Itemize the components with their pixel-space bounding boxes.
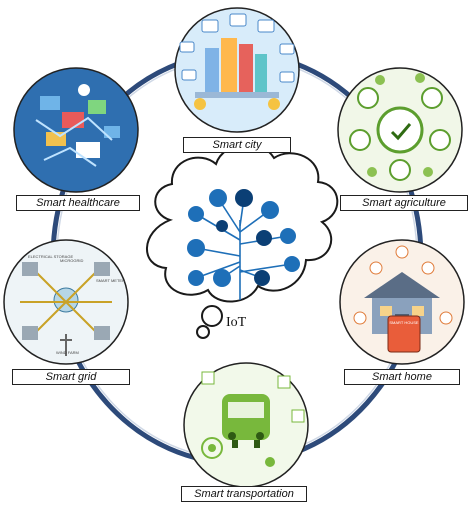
label-smart-transportation: Smart transportation bbox=[181, 486, 307, 502]
iot-center-label: IoT bbox=[226, 315, 247, 330]
smart-healthcare-illustration bbox=[13, 67, 139, 193]
label-smart-home: Smart home bbox=[344, 369, 460, 385]
smart-home-illustration: SMART HOUSE bbox=[339, 239, 465, 365]
phone-icon bbox=[256, 230, 272, 246]
wifi-icon bbox=[188, 206, 204, 222]
chart-icon bbox=[261, 201, 279, 219]
grid-label-meter: SMART METER bbox=[96, 278, 125, 283]
label-smart-city: Smart city bbox=[183, 137, 291, 153]
gear-icon bbox=[209, 189, 227, 207]
smart-city-illustration bbox=[174, 7, 300, 133]
antenna-icon bbox=[280, 228, 296, 244]
smart-transportation-illustration bbox=[183, 362, 309, 488]
battery-icon bbox=[216, 220, 228, 232]
tv-icon bbox=[284, 256, 300, 272]
location-icon bbox=[235, 189, 253, 207]
label-smart-agriculture: Smart agriculture bbox=[340, 195, 468, 211]
smart-house-panel-text: SMART HOUSE bbox=[389, 320, 419, 325]
smart-agriculture-illustration bbox=[337, 67, 463, 193]
grid-label-windfarm: WIND FARM bbox=[56, 350, 79, 355]
label-smart-grid: Smart grid bbox=[12, 369, 130, 385]
cloud-icon bbox=[213, 269, 231, 287]
laptop-icon bbox=[254, 270, 270, 286]
smart-grid-illustration: ELECTRICAL STORAGE MICROGRID SMART METER… bbox=[3, 239, 129, 365]
iot-cloud bbox=[146, 143, 339, 339]
clock-icon bbox=[188, 270, 204, 286]
monitor-icon bbox=[187, 239, 205, 257]
grid-label-storage: ELECTRICAL STORAGE bbox=[28, 254, 73, 259]
label-smart-healthcare: Smart healthcare bbox=[16, 195, 140, 211]
grid-label-microgrid: MICROGRID bbox=[60, 258, 83, 263]
